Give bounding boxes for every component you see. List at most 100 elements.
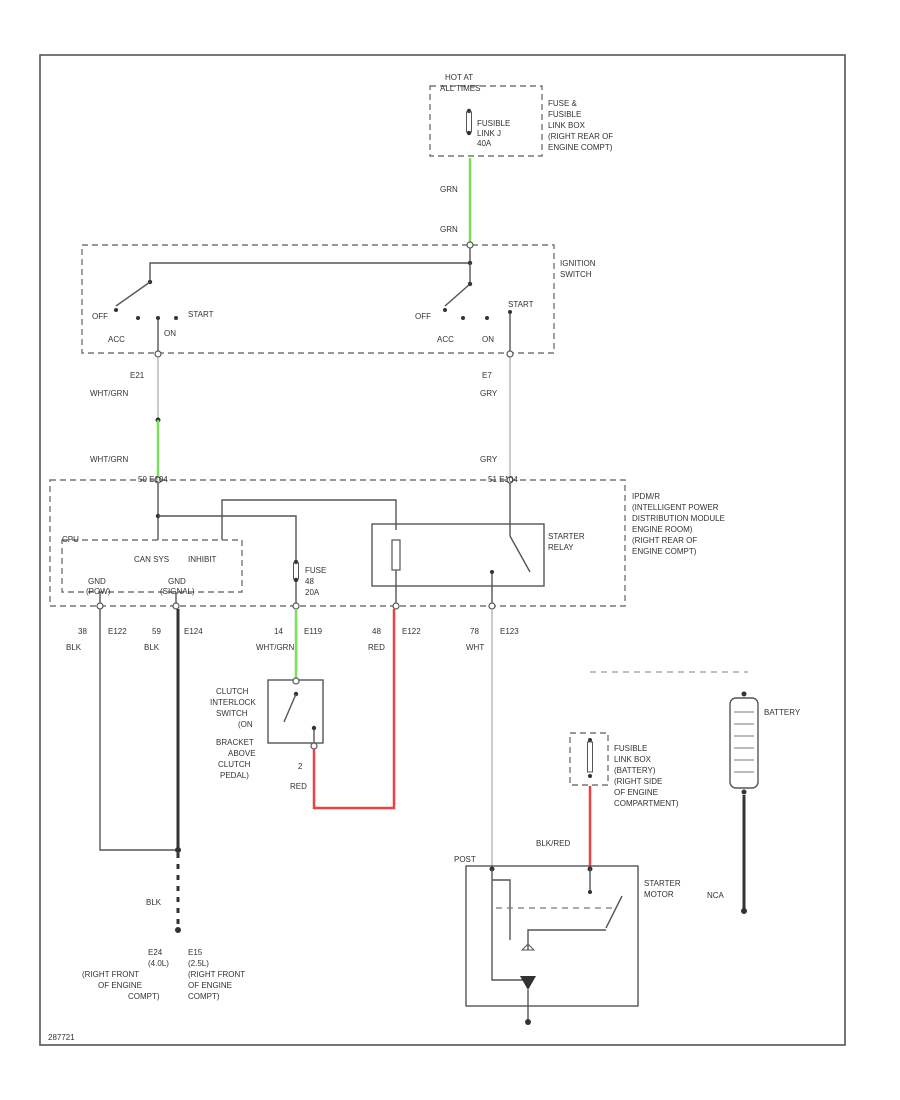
wire-label-blk-1: BLK xyxy=(66,643,82,652)
clutch-pin-2: 2 xyxy=(298,762,303,771)
fuse-bottom-terminal xyxy=(466,130,472,136)
clutch-desc-2: INTERLOCK xyxy=(210,698,256,707)
ipdm-fuse-label: FUSE xyxy=(305,566,326,575)
fuse-box-desc-3: LINK BOX xyxy=(548,121,586,130)
starter-motor-label-1: STARTER xyxy=(644,879,681,888)
left-switch-start xyxy=(174,316,178,320)
left-switch-blade xyxy=(115,281,151,307)
right-acc-label: ACC xyxy=(437,335,454,344)
wire-label-wht-grn-2: WHT/GRN xyxy=(90,455,128,464)
fuse-box-hot-when: ALL TIMES xyxy=(440,84,480,93)
starter-motor-box xyxy=(465,865,639,1007)
starter-brush-icon xyxy=(520,943,536,951)
fuse-box-desc-1: FUSE & xyxy=(548,99,578,108)
ipdm-relay-coil-feed xyxy=(221,499,397,540)
gnd2-sub-label: (SIGNAL) xyxy=(160,587,195,596)
pin-38-conn: E122 xyxy=(108,627,127,636)
ipdm-desc-4: ENGINE ROOM) xyxy=(632,525,693,534)
wire-label-wht-grn-3: WHT/GRN xyxy=(256,643,294,652)
clutch-desc-1: CLUTCH xyxy=(216,687,249,696)
starter-relay-box xyxy=(371,523,545,587)
ipdm-conn-right: 51 E104 xyxy=(488,475,518,484)
pin-14: 14 xyxy=(274,627,283,636)
fuse-box-desc-2: FUSIBLE xyxy=(548,110,581,119)
ground-splice xyxy=(175,847,181,853)
ipdm-desc-5: (RIGHT REAR OF xyxy=(632,536,697,545)
pin-59: 59 xyxy=(152,627,161,636)
clutch-desc-3: SWITCH xyxy=(216,709,248,718)
starter-post-label: POST xyxy=(454,855,476,864)
ipdm-fuse-top xyxy=(293,559,299,565)
left-acc-label: ACC xyxy=(108,335,125,344)
starter-solenoid-path xyxy=(491,869,526,981)
battery-body xyxy=(729,697,759,789)
ignition-switch-outline xyxy=(81,244,555,354)
ipdm-fuse-bottom xyxy=(293,577,299,583)
starter-contact-blade xyxy=(605,895,623,929)
fuse-box-hot-at: HOT AT xyxy=(445,73,473,82)
ipdm-desc-6: ENGINE COMPT) xyxy=(632,547,697,556)
pin-78-conn: E123 xyxy=(500,627,519,636)
pin-78: 78 xyxy=(470,627,479,636)
battery-fuse-icon xyxy=(587,741,593,773)
starter-motor-icon xyxy=(520,976,536,990)
clutch-interlock-switch: CLUTCH INTERLOCK SWITCH (ON BRACKET ABOV… xyxy=(210,677,324,791)
clutch-switch-input xyxy=(292,677,300,685)
relay-switch-contact xyxy=(490,570,494,574)
clutch-desc-5: BRACKET xyxy=(216,738,254,747)
gnd1-label: GND xyxy=(88,577,106,586)
wire-label-gry-1: GRY xyxy=(480,389,498,398)
wire-label-wht-grn-1: WHT/GRN xyxy=(90,389,128,398)
fusible-link-box-battery: FUSIBLE LINK BOX (BATTERY) (RIGHT SIDE O… xyxy=(569,732,679,808)
fusible-desc-4: (RIGHT SIDE xyxy=(614,777,662,786)
battery-negative-post xyxy=(741,789,747,795)
ipdm-module: IPDM/R (INTELLIGENT POWER DISTRIBUTION M… xyxy=(49,475,725,610)
fusible-desc-6: COMPARTMENT) xyxy=(614,799,679,808)
right-switch-acc xyxy=(461,316,465,320)
ground-right-2: (2.5L) xyxy=(188,959,209,968)
ipdm-fuse-feed xyxy=(158,515,297,560)
blk-wire-gnd1 xyxy=(99,609,178,851)
wire-label-wht: WHT xyxy=(466,643,484,652)
inhibit-label: INHIBIT xyxy=(188,555,217,564)
ipdm-desc-1: IPDM/R xyxy=(632,492,660,501)
ipdm-gnd1-terminal xyxy=(96,602,104,610)
diagram-frame xyxy=(39,54,846,1046)
fuse-box-desc-4: (RIGHT REAR OF xyxy=(548,132,613,141)
fusible-link-label-2: LINK J xyxy=(477,129,501,138)
fuse-box-outline xyxy=(429,85,543,157)
pin-14-conn: E119 xyxy=(304,627,323,636)
cansys-label: CAN SYS xyxy=(134,555,169,564)
ground-right-1: E15 xyxy=(188,948,203,957)
wire-label-grn-top: GRN xyxy=(440,185,458,194)
ipdm-outline xyxy=(49,479,626,607)
fusible-link-icon xyxy=(466,111,472,133)
fuse-top-terminal xyxy=(466,108,472,114)
pin-48-conn: E122 xyxy=(402,627,421,636)
starter-motor-label-2: MOTOR xyxy=(644,890,674,899)
fusible-desc-2: LINK BOX xyxy=(614,755,652,764)
battery: BATTERY xyxy=(729,691,801,795)
left-switch-off xyxy=(114,308,118,312)
fuse-box-desc-5: ENGINE COMPT) xyxy=(548,143,613,152)
nca-label: NCA xyxy=(707,891,725,900)
left-off-label: OFF xyxy=(92,312,108,321)
left-on-label: ON xyxy=(164,329,176,338)
ipdm-gnd2-terminal xyxy=(172,602,180,610)
gnd1-sub-label: (POW) xyxy=(86,587,111,596)
right-output-terminal xyxy=(506,350,514,358)
ignition-input-terminal xyxy=(466,241,474,249)
ipdm-fuse-amp: 48 xyxy=(305,577,314,586)
ipdm-fuse-terminal xyxy=(292,602,300,610)
left-output-terminal xyxy=(154,350,162,358)
ground-left-3: (RIGHT FRONT xyxy=(82,970,139,979)
red-wire-loop xyxy=(312,609,396,810)
relay-switch-blade xyxy=(509,535,531,573)
fusible-desc-3: (BATTERY) xyxy=(614,766,656,775)
starter-ground xyxy=(525,1019,531,1025)
battery-cable-end xyxy=(741,908,747,914)
pin-59-conn: E124 xyxy=(184,627,203,636)
battery-positive-post xyxy=(741,691,747,697)
wire-label-grn-mid: GRN xyxy=(440,225,458,234)
